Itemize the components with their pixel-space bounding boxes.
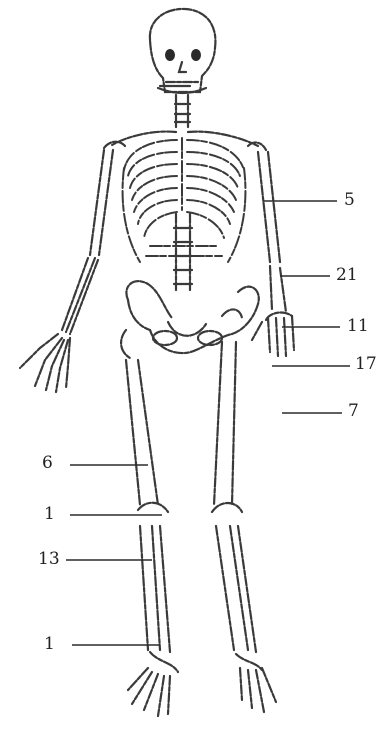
label-5: 5 — [344, 192, 355, 209]
arm-left — [252, 152, 294, 356]
rib-cage — [123, 138, 246, 262]
label-11: 11 — [347, 318, 369, 335]
label-1a: 1 — [44, 506, 55, 523]
label-1b: 1 — [44, 636, 55, 653]
leg-left — [212, 342, 276, 712]
arm-right — [20, 150, 113, 392]
cervical-spine — [175, 95, 190, 128]
label-7: 7 — [348, 403, 359, 420]
label-6: 6 — [42, 455, 53, 472]
label-21: 21 — [336, 267, 358, 284]
label-13: 13 — [38, 551, 60, 568]
lumbar-spine — [174, 214, 192, 290]
leader-lines — [66, 201, 350, 645]
shoulder-girdle — [104, 132, 266, 150]
skull — [150, 9, 216, 93]
pelvis — [126, 281, 258, 353]
label-17: 17 — [355, 356, 377, 373]
leg-right — [121, 330, 178, 716]
